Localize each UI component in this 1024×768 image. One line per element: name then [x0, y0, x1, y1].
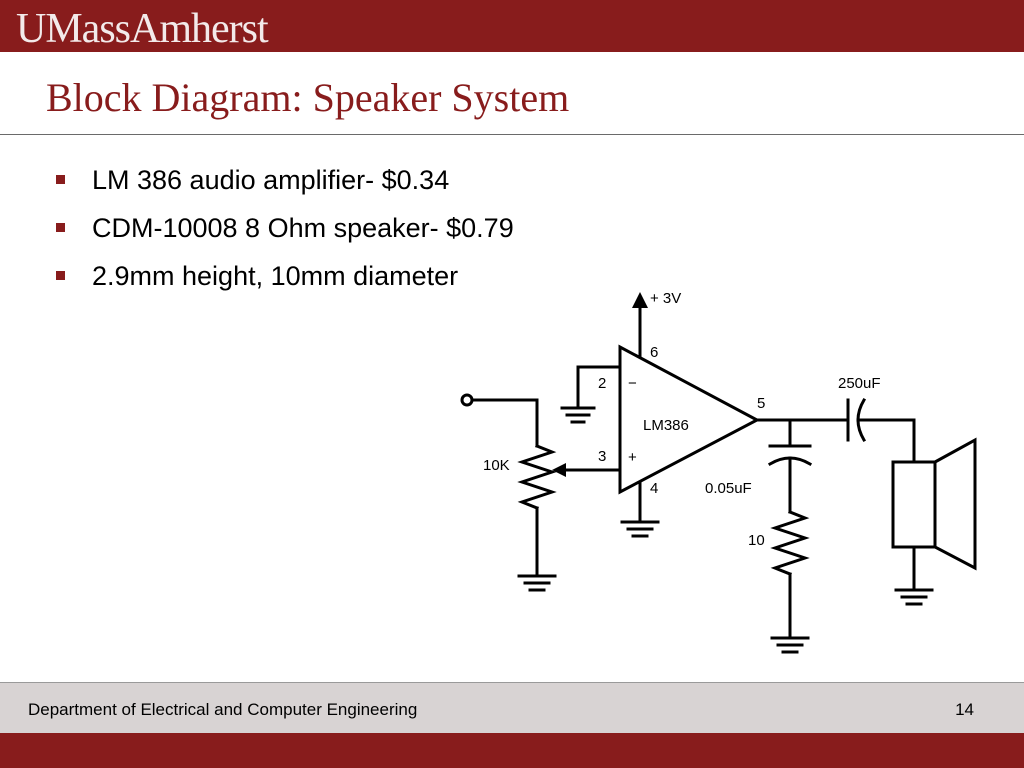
wiper-arrow-icon: [552, 463, 566, 477]
amplifier-symbol: [618, 344, 761, 495]
pin-5-label: 5: [757, 395, 765, 412]
supply-arrow-icon: [632, 292, 648, 308]
department-name: Department of Electrical and Computer En…: [28, 700, 418, 719]
plus-input-label: +: [628, 449, 637, 466]
pin-2-label: 2: [598, 375, 606, 392]
ground-symbol: [620, 520, 660, 538]
square-bullet-icon: [56, 223, 65, 232]
bottom-bar: [0, 733, 1024, 768]
shunt-capacitor-label: 0.05uF: [705, 480, 752, 497]
speaker-cone-icon: [933, 437, 977, 571]
potentiometer-resistor: [517, 444, 557, 510]
university-logo: UMassAmherst: [16, 6, 269, 52]
page-number: 14: [955, 700, 974, 719]
bullet-text: CDM-10008 8 Ohm speaker- $0.79: [92, 213, 514, 243]
bullet-text: 2.9mm height, 10mm diameter: [92, 261, 459, 291]
square-bullet-icon: [56, 271, 65, 280]
amplifier-label: LM386: [643, 417, 689, 434]
bullet-item: CDM-10008 8 Ohm speaker- $0.79: [52, 208, 514, 256]
output-capacitor-label: 250uF: [838, 375, 881, 392]
load-resistor: [770, 510, 810, 576]
bullet-item: LM 386 audio amplifier- $0.34: [52, 160, 514, 208]
title-divider: [0, 134, 1024, 135]
pin-3-label: 3: [598, 448, 606, 465]
speaker-circuit-schematic: + 3V 6 2 − LM386 3 + 4 5 10K 250uF 0.05u…: [460, 290, 977, 654]
speaker-icon: [891, 460, 937, 549]
bullet-text: LM 386 audio amplifier- $0.34: [92, 165, 450, 195]
square-bullet-icon: [56, 175, 65, 184]
pin-6-label: 6: [650, 344, 658, 361]
header-bar: UMassAmherst: [0, 0, 1024, 52]
load-resistor-label: 10: [748, 532, 765, 549]
pin-4-label: 4: [650, 480, 658, 497]
bullet-list: LM 386 audio amplifier- $0.34 CDM-10008 …: [52, 160, 514, 304]
potentiometer-label: 10K: [483, 457, 510, 474]
ground-symbol: [517, 574, 557, 592]
ground-symbol: [894, 588, 934, 606]
footer-band: Department of Electrical and Computer En…: [0, 682, 1024, 733]
slide-title: Block Diagram: Speaker System: [46, 75, 570, 120]
ground-symbol: [770, 636, 810, 654]
ground-symbol: [560, 406, 596, 424]
minus-input-label: −: [628, 375, 637, 392]
supply-label: + 3V: [650, 290, 681, 307]
bullet-item: 2.9mm height, 10mm diameter: [52, 256, 514, 304]
